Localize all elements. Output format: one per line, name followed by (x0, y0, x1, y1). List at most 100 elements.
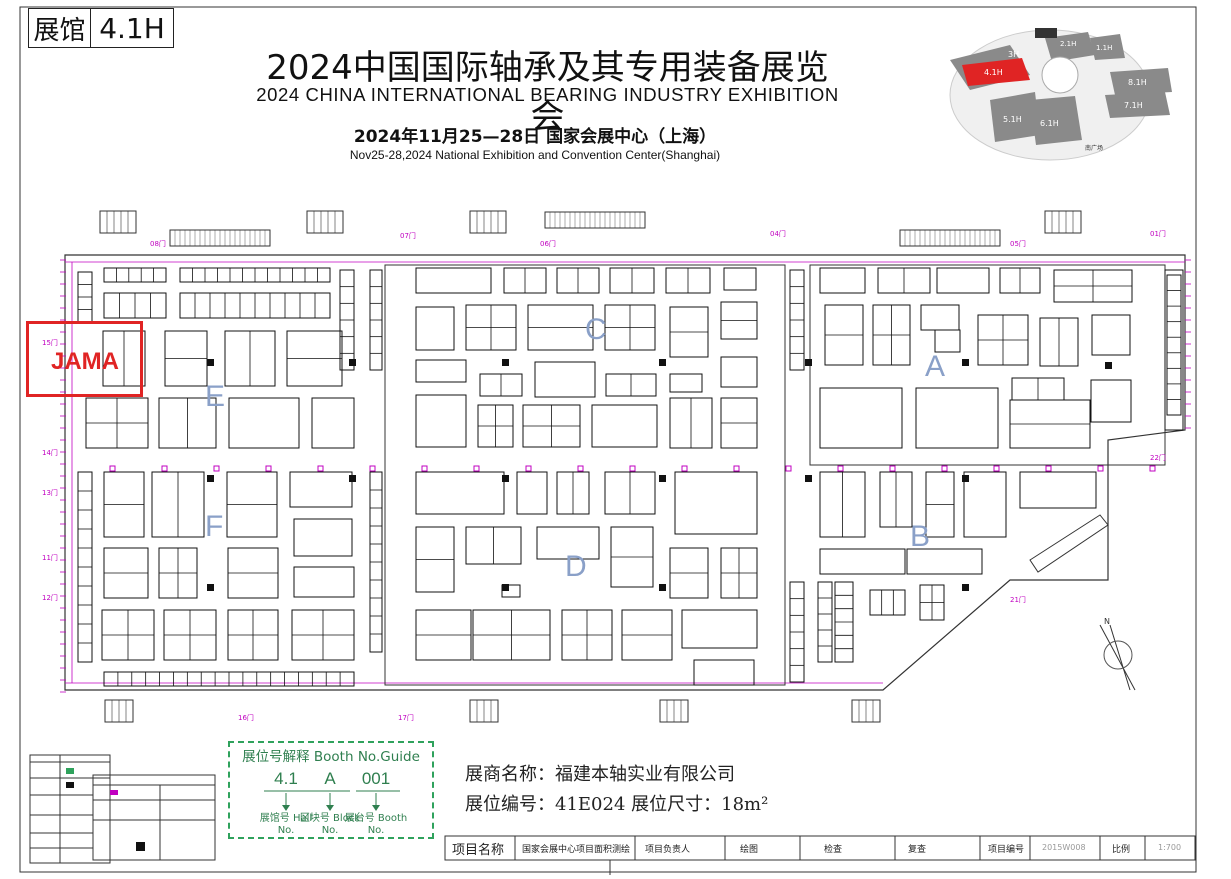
column (659, 359, 666, 366)
hydrant-marker (733, 465, 740, 472)
booth[interactable] (1091, 314, 1131, 356)
area-label-b: B (910, 520, 931, 553)
minimap-south-plaza: 南广场 (1085, 144, 1103, 152)
booth[interactable] (817, 581, 833, 663)
title-english: 2024 CHINA INTERNATIONAL BEARING INDUSTR… (256, 84, 839, 105)
hydrant-marker (109, 465, 116, 472)
exhibitor-info: 展商名称：福建本轴实业有限公司 展位编号：41E024 展位尺寸：18m² (465, 760, 768, 820)
gate-label: 15门 (42, 338, 58, 347)
highlighted-booth-jama[interactable]: JAMA (26, 321, 143, 397)
booth-number-guide: 展位号解释 Booth No.Guide 4.1 A 001 展馆号 Hall … (228, 741, 434, 839)
tb-drawing-label: 绘图 (740, 845, 759, 855)
booth[interactable] (103, 267, 167, 283)
booth[interactable] (415, 359, 467, 383)
booth[interactable] (674, 471, 758, 535)
booth[interactable] (415, 267, 492, 294)
gate-label: 13门 (42, 488, 58, 497)
minimap-marker (1035, 28, 1057, 38)
title-block-frame (444, 835, 1196, 875)
legend-table (29, 754, 216, 864)
booth[interactable] (963, 471, 1007, 538)
hall-section-middle (384, 264, 786, 686)
gate-label: 22门 (1150, 453, 1166, 462)
booth[interactable] (1164, 269, 1184, 431)
tb-project-name: 国家会展中心项目面积测绘 (522, 845, 631, 855)
column (207, 475, 214, 482)
booth[interactable] (936, 267, 990, 294)
hydrant-marker (421, 465, 428, 472)
exhibitor-name: 展商名称：福建本轴实业有限公司 (465, 764, 735, 785)
tb-project-name-label: 项目名称 (452, 843, 505, 858)
booth[interactable] (819, 387, 903, 449)
hydrant-marker (681, 465, 688, 472)
minimap-hall-21h (1045, 32, 1095, 62)
minimap-label-3h: 3H (1008, 50, 1019, 59)
jama-label: JAMA (51, 348, 120, 375)
booth[interactable] (819, 267, 866, 294)
booth[interactable] (293, 566, 355, 598)
booth[interactable] (869, 589, 906, 616)
stair-block (306, 210, 344, 234)
booth[interactable] (516, 471, 548, 515)
area-label-c: C (585, 313, 607, 346)
hydrant-marker (941, 465, 948, 472)
booth[interactable] (289, 471, 353, 508)
hydrant-marker (473, 465, 480, 472)
booth-layer (77, 267, 1184, 687)
booth[interactable] (669, 373, 703, 393)
area-label-f: F (205, 510, 224, 543)
hall-indicator: 展馆 4.1H (28, 8, 174, 48)
gate-label: 17门 (398, 713, 414, 722)
gate-label: 08门 (150, 239, 166, 248)
hall-label: 展馆 (29, 9, 91, 47)
booth[interactable] (415, 471, 505, 515)
booth[interactable] (534, 361, 596, 398)
booth[interactable] (819, 548, 906, 575)
minimap-hall-11h (1090, 34, 1125, 60)
tb-project-no: 2015W008 (1042, 843, 1086, 852)
booth[interactable] (293, 518, 353, 557)
booth[interactable] (720, 356, 758, 388)
area-label-a: A (925, 350, 946, 383)
column (349, 359, 356, 366)
area-label-e: E (205, 380, 226, 413)
stair-block (469, 210, 507, 234)
hall-outline (64, 254, 1186, 691)
booth[interactable] (681, 609, 758, 649)
guide-block-label: 区块号 Block No. (299, 813, 361, 836)
hydrant-marker (1097, 465, 1104, 472)
minimap-hall-41h (962, 58, 1030, 86)
column (349, 475, 356, 482)
tb-project-no-label: 项目编号 (988, 845, 1025, 855)
feature-layer (60, 210, 1191, 723)
hydrant-marker (1045, 465, 1052, 472)
booth[interactable] (536, 526, 600, 560)
booth[interactable] (920, 304, 960, 331)
booth[interactable] (693, 659, 755, 686)
booth[interactable] (906, 548, 983, 575)
title-chinese: 2024中国国际轴承及其专用装备展览会 (266, 48, 829, 137)
booth[interactable] (415, 306, 455, 351)
booth[interactable] (934, 329, 961, 353)
guide-booth-label: 展台号 Booth No. (344, 813, 408, 836)
booth[interactable] (723, 267, 757, 291)
svg-text:N: N (1104, 617, 1110, 626)
column (1105, 362, 1112, 369)
stair-block (99, 210, 137, 234)
page-frame (19, 6, 1197, 873)
minimap-hall-71h (1105, 92, 1170, 118)
hydrant-marker (525, 465, 532, 472)
booth[interactable] (228, 397, 300, 449)
guide-block-number: A (324, 769, 336, 788)
booth[interactable] (311, 397, 355, 449)
minimap-hall-81h (1110, 68, 1172, 95)
booth[interactable] (915, 387, 999, 449)
booth[interactable] (591, 404, 658, 448)
minimap-label-11h: 1.1H (1096, 44, 1112, 52)
booth[interactable] (1090, 379, 1132, 423)
booth-guide-title: 展位号解释 Booth No.Guide (242, 749, 420, 765)
booth[interactable] (1019, 471, 1097, 509)
booth[interactable] (1166, 274, 1182, 416)
booth[interactable] (415, 394, 467, 448)
